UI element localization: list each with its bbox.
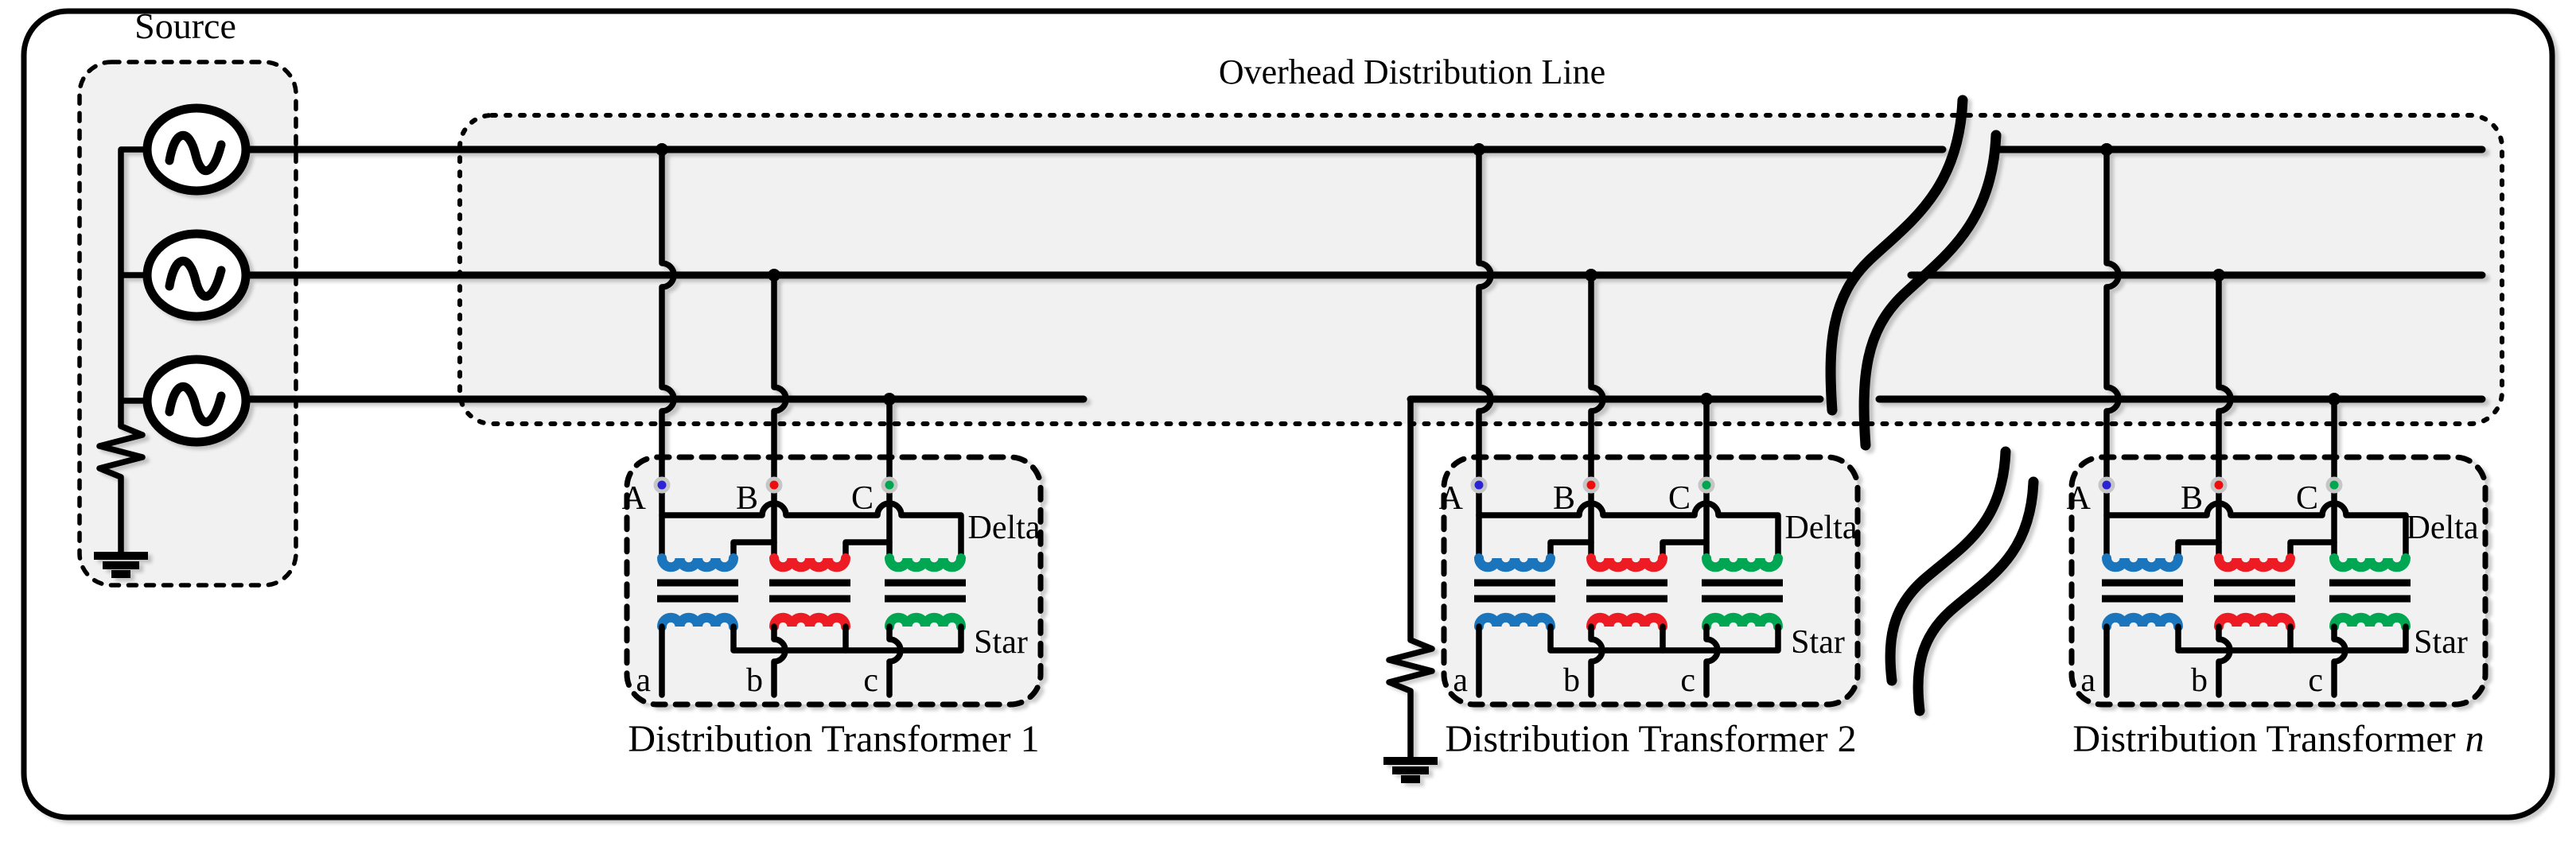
delta-label: Delta	[968, 510, 1041, 546]
star-label: Star	[974, 624, 1028, 661]
terminal-label-a: a	[1453, 662, 1468, 699]
star-label: Star	[2414, 624, 2468, 661]
ac-source-phase-1	[147, 108, 246, 191]
terminal-label-B: B	[1553, 480, 1575, 517]
terminal-label-A: A	[1439, 480, 1464, 517]
terminal-label-A: A	[2067, 480, 2092, 517]
transformer-name-prefix: Distribution Transformer	[2072, 718, 2455, 760]
line-break-mark-upper	[1825, 95, 2002, 451]
terminal-label-C: C	[851, 480, 874, 517]
transformer-2-name: Distribution Transformer 2	[1445, 718, 1856, 760]
line-break-mark-lower	[1885, 446, 2039, 716]
delta-label: Delta	[2407, 510, 2479, 546]
terminal-label-C: C	[2296, 480, 2318, 517]
delta-label: Delta	[1785, 510, 1858, 546]
break-curve	[1913, 476, 2039, 716]
ac-source-phase-2	[147, 234, 246, 316]
terminal-label-a: a	[2080, 662, 2095, 699]
transformer-name-suffix: n	[2465, 718, 2485, 760]
overhead-line-label: Overhead Distribution Line	[1219, 52, 1605, 91]
source-neutral-resistor	[96, 423, 146, 559]
source-label: Source	[134, 6, 236, 46]
break-curve	[1858, 130, 2002, 451]
terminal-label-B: B	[736, 480, 758, 517]
terminal-label-b: b	[746, 662, 763, 699]
terminal-label-c: c	[1680, 662, 1695, 699]
source-circuit	[94, 108, 246, 578]
terminal-label-b: b	[1563, 662, 1580, 699]
terminal-label-a: a	[636, 662, 651, 699]
break-curve	[1825, 95, 1968, 416]
terminal-label-C: C	[1668, 480, 1691, 517]
terminal-label-B: B	[2181, 480, 2203, 517]
terminal-label-c: c	[2308, 662, 2323, 699]
midline-ground-resistor	[1386, 396, 1435, 764]
transformer-1-labels: A B C a b c Delta Star Distribution Tran…	[622, 480, 1041, 760]
terminal-label-A: A	[622, 480, 647, 517]
break-curve	[1885, 446, 2011, 686]
source-bus-wire	[118, 146, 150, 429]
terminal-label-c: c	[863, 662, 878, 699]
terminal-label-b: b	[2191, 662, 2208, 699]
circuit-wiring	[94, 95, 2485, 783]
midline-ground-circuit	[1383, 396, 1438, 783]
transformer-1-name: Distribution Transformer 1	[628, 718, 1039, 760]
transformer-name-suffix: 1	[1021, 718, 1040, 760]
transformer-name-prefix: Distribution Transformer	[628, 718, 1010, 760]
transformer-2-labels: A B C a b c Delta Star Distribution Tran…	[1439, 480, 1858, 760]
transformer-name-prefix: Distribution Transformer	[1445, 718, 1827, 760]
ac-source-phase-3	[147, 359, 246, 442]
transformer-name-suffix: 2	[1838, 718, 1857, 760]
midline-ground-icon	[1383, 757, 1438, 783]
transformer-n-labels: A B C a b c Delta Star Distribution Tran…	[2067, 480, 2485, 760]
star-label: Star	[1791, 624, 1845, 661]
source-ground-icon	[94, 552, 148, 578]
